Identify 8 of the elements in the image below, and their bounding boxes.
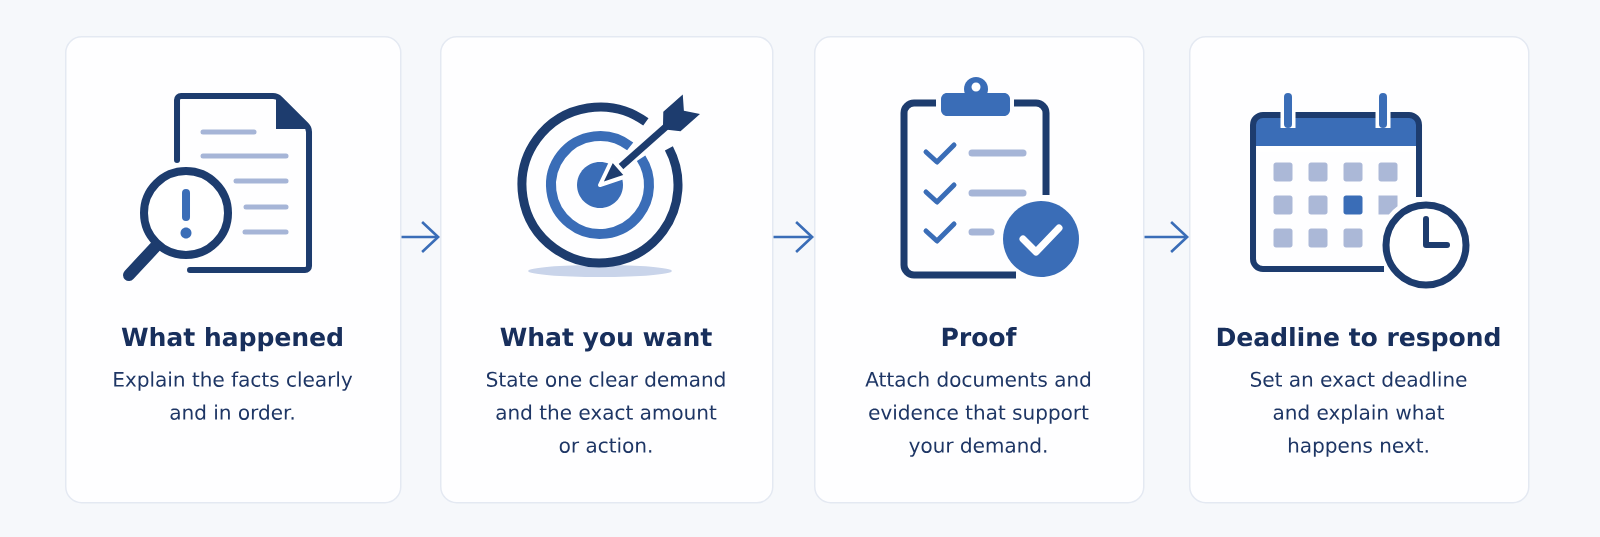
card-title: What you want [500, 327, 712, 352]
card-description: Attach documents and evidence that support your demand. [865, 371, 1091, 457]
card-description: State one clear demand and the exact amount or action. [487, 371, 725, 453]
card-description: Explain the facts clearly and in order. [114, 371, 353, 420]
card-title: What happened [121, 327, 342, 352]
card-description: Set an exact deadline and explain what happens next. [1250, 371, 1467, 457]
card-title: Deadline to respond [1217, 327, 1500, 352]
card-title: Proof [942, 327, 1017, 347]
